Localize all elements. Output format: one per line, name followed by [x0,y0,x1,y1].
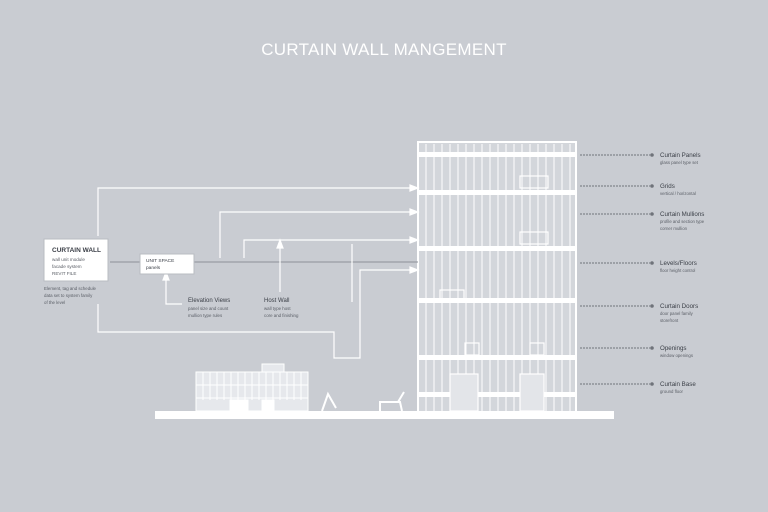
right-label-line: storefront [660,318,679,323]
elevation-views-line: mullion type rules [188,313,223,318]
source-box-line: REVIT FILE [52,271,76,276]
right-label-heading: Levels/Floors [660,260,697,267]
right-label-line: profile and section type [660,219,705,224]
unit-space-line: panels [146,265,161,271]
diagram-title: CURTAIN WALL MANGEMENT [261,40,507,59]
unit-space-line: UNIT SPACE [146,258,174,264]
right-leader-lines [580,153,654,386]
right-label-heading: Curtain Doors [660,303,698,310]
host-wall-line: wall type host [264,306,291,311]
right-label-heading: Curtain Mullions [660,211,704,218]
curtain-wall-tower [417,141,577,413]
elevation-views-heading: Elevation Views [188,298,230,304]
host-wall-label: Host Wall wall type host core and finish… [264,298,299,318]
source-box-heading: CURTAIN WALL [52,247,101,254]
source-box-caption: Element, tag and schedule [44,286,97,291]
host-wall-heading: Host Wall [264,298,289,304]
right-label-line: ground floor [660,389,684,394]
right-label-heading: Grids [660,183,675,190]
source-box-caption: of the level [44,300,65,305]
elevation-views-line: panel size and count [188,306,229,311]
elevation-views-label: Elevation Views panel size and count mul… [188,298,230,318]
source-box-caption: data set to system family [44,293,93,298]
right-label-line: door panel family [660,311,694,316]
right-label-heading: Curtain Panels [660,152,701,159]
host-wall-line: core and finishing [264,313,299,318]
street-props-drawing [321,391,405,412]
right-label-line: corner mullion [660,226,688,231]
ground-line [155,411,614,419]
source-box-line: facade system [52,264,82,269]
right-label-line: vertical / horizontal [660,191,696,196]
right-label-heading: Openings [660,345,687,352]
right-label-line: glass panel type set [660,160,699,165]
curtain-wall-source-box: CURTAIN WALL wall unit module facade sys… [43,238,109,305]
right-label-heading: Curtain Base [660,381,696,388]
right-label-line: floor height control [660,268,695,273]
unit-space-box: UNIT SPACE panels [139,253,195,275]
low-building-drawing [195,363,309,412]
connector-lines [97,184,420,359]
source-box-line: wall unit module [52,257,85,262]
right-label-line: window openings [660,353,693,358]
